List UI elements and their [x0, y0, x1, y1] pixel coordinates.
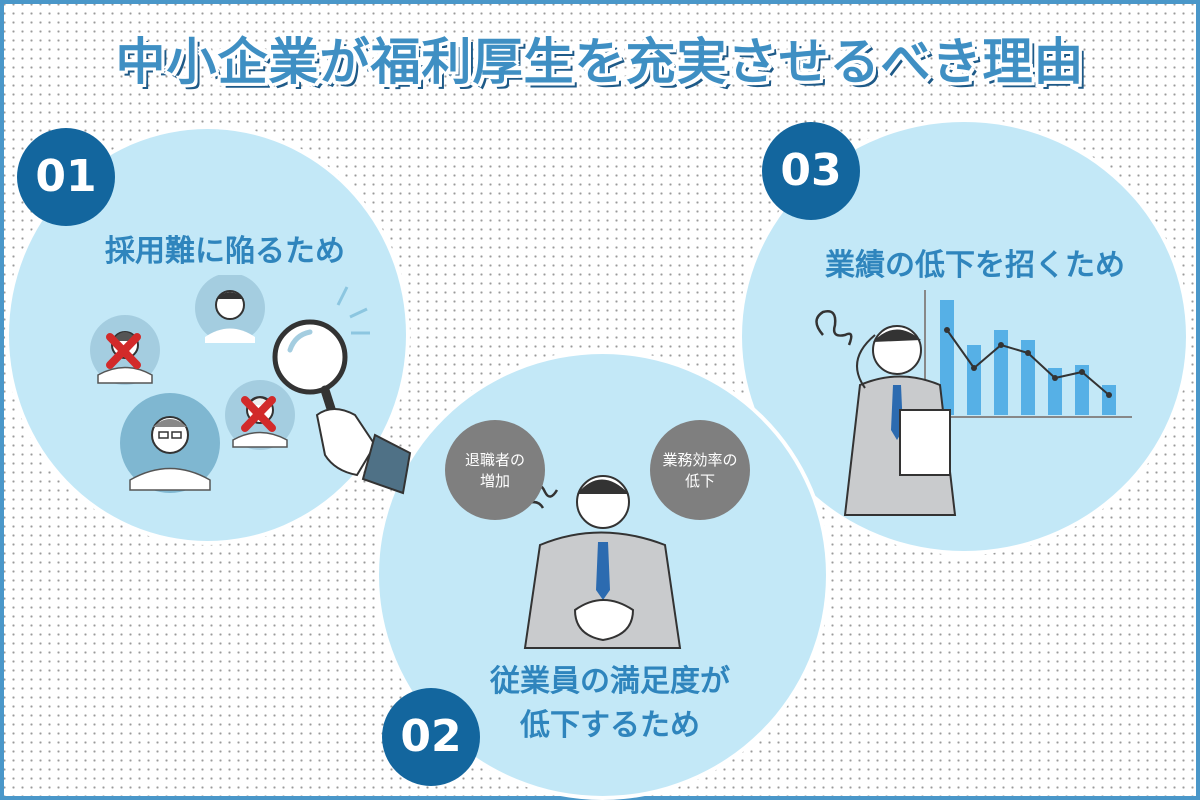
reason-number-01: 01	[17, 128, 115, 226]
dissatisfied-employee-illustration	[523, 475, 682, 649]
page-title: 中小企業が福利厚生を充実させるべき理由	[115, 33, 1085, 91]
hand-illustration	[315, 408, 412, 495]
stressed-businessman	[843, 325, 957, 516]
recruitment-illustration	[90, 275, 412, 495]
reason-label-03: 業績の低下を招くため	[825, 248, 1125, 283]
effect-bubble-turnover: 退職者の 増加	[445, 420, 545, 520]
effect-bubble-line2: 低下	[684, 472, 715, 490]
candidate-avatar	[120, 393, 220, 493]
reason-label-01: 採用難に陥るため	[105, 234, 345, 269]
stress-scribble-icon	[815, 310, 853, 346]
reason-label-02-line1: 従業員の満足度が	[490, 664, 730, 699]
effect-bubble-line2: 増加	[479, 472, 510, 490]
effect-bubble-efficiency: 業務効率の 低下	[650, 420, 750, 520]
effect-bubble-line1: 業務効率の	[662, 451, 738, 469]
candidate-avatar	[195, 275, 265, 343]
red-cross-icon	[241, 396, 276, 432]
reason-label-02-line2: 低下するため	[520, 708, 700, 743]
declining-performance-illustration	[815, 290, 1132, 516]
effect-bubble-line1: 退職者の	[464, 451, 525, 469]
frustrated-businessman	[523, 475, 682, 649]
declining-bar-chart	[940, 300, 1116, 415]
reason-number-03: 03	[762, 122, 860, 220]
reason-label-02: 従業員の満足度が 低下するため	[440, 660, 780, 748]
red-cross-icon	[106, 333, 141, 369]
reason-number-02: 02	[382, 688, 480, 786]
